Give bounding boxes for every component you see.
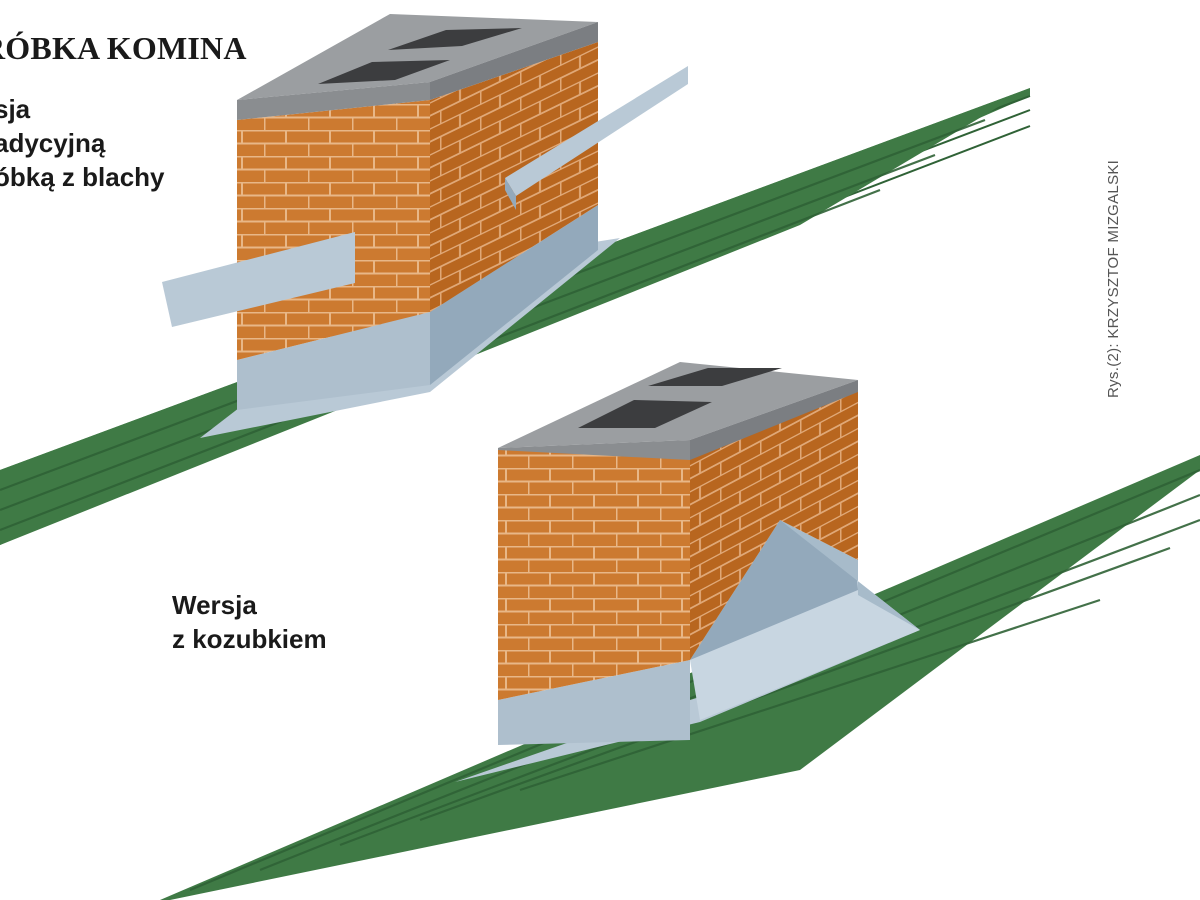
chimney-cricket [160,362,1200,900]
chimney-front-face [498,448,690,700]
chimney-cap [498,362,858,460]
label-line: óbką z blachy [0,162,165,192]
cricket-flashing [455,520,920,782]
label-cricket-version: Wersja z kozubkiem [172,588,327,656]
base-flashing [200,205,620,438]
chimney-cap [237,14,598,120]
flue-opening [388,28,522,50]
label-line: z kozubkiem [172,624,327,654]
chimney-side-face [690,382,858,660]
chimney-traditional [0,14,1031,545]
flue-opening [578,400,712,428]
label-line: adycyjną [0,128,106,158]
label-line: sja [0,94,31,124]
label-traditional-flashing: sja adycyjną óbką z blachy [0,92,165,194]
flashing-strip-left [162,232,355,327]
label-line: Wersja [172,590,257,620]
flue-opening [318,60,450,84]
flashing-strip-right [505,66,688,196]
figure-title: RÓBKA KOMINA [0,30,247,66]
flue-opening [648,368,782,386]
illustration-credit: Rys.(2): KRZYSZTOF MIZGALSKI [1105,159,1122,398]
